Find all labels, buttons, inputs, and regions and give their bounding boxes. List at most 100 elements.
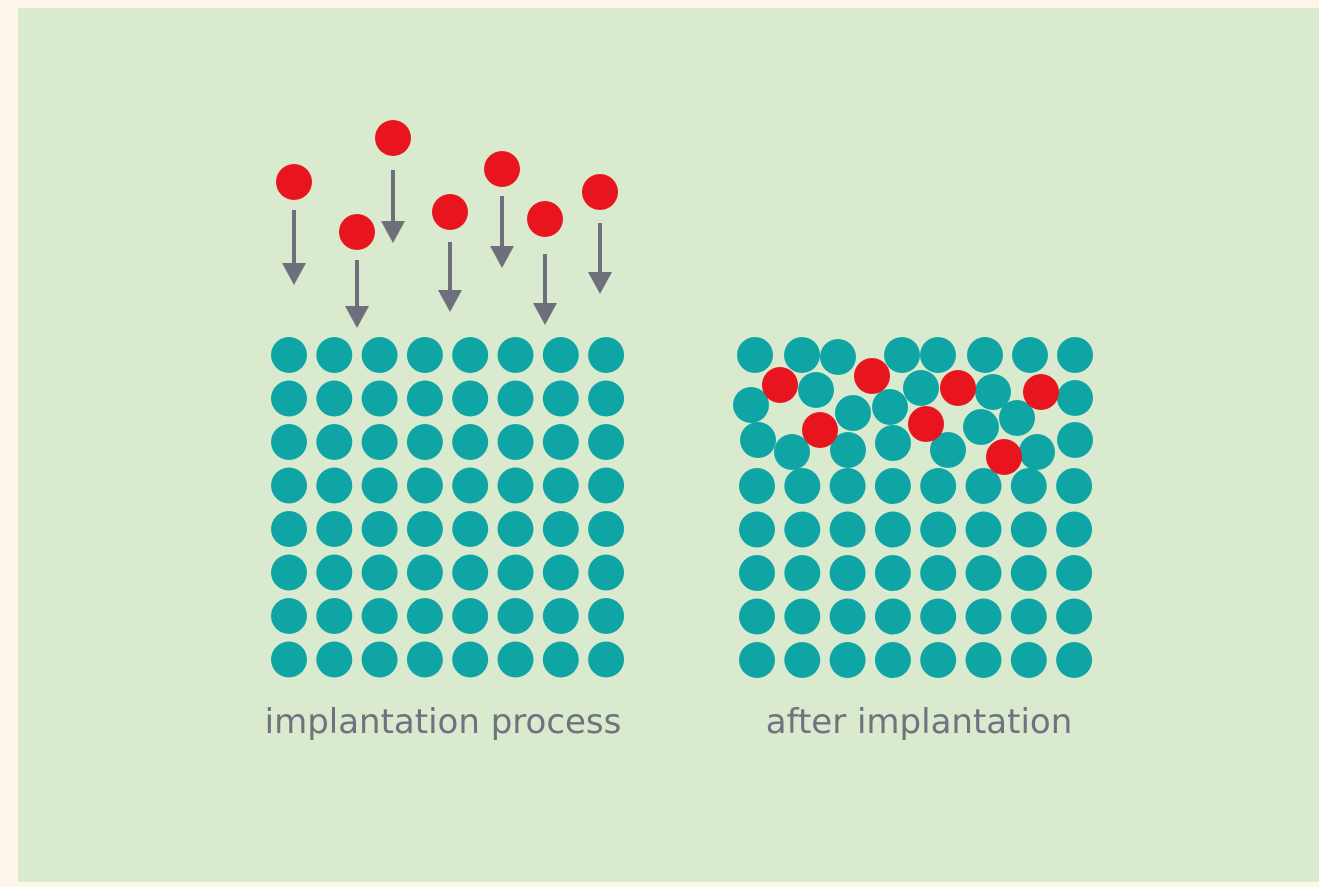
lattice-atom — [361, 424, 398, 460]
lattice-atom — [316, 467, 353, 504]
lattice-atom — [874, 555, 911, 591]
lattice-atom — [361, 511, 398, 547]
lattice-atom — [903, 370, 939, 406]
lattice-atom — [1057, 337, 1093, 373]
lattice-atom — [406, 424, 443, 460]
lattice-atom — [452, 641, 489, 678]
lattice-atom — [452, 467, 489, 504]
lattice-atom — [737, 337, 773, 373]
lattice-atom — [271, 467, 307, 504]
lattice-atom — [497, 641, 534, 678]
lattice-atom — [963, 409, 999, 445]
lattice-atom — [920, 337, 956, 373]
lattice-atom — [965, 642, 1002, 678]
lattice-atom — [874, 598, 911, 635]
lattice-atom — [542, 598, 579, 634]
lattice-atom — [739, 511, 775, 548]
lattice-atom — [965, 555, 1002, 591]
lattice-atom — [497, 467, 534, 504]
lattice-atom — [271, 337, 307, 373]
lattice-atom — [835, 395, 871, 431]
lattice-atom — [588, 641, 625, 678]
lattice-atom — [1012, 337, 1048, 373]
down-arrow-icon — [345, 260, 369, 328]
lattice-atom — [965, 468, 1002, 504]
embedded-ion — [802, 412, 838, 448]
lattice-atom — [739, 468, 775, 504]
lattice-atom — [872, 389, 908, 425]
lattice-atom — [874, 642, 911, 678]
lattice-atom — [497, 598, 534, 634]
embedded-ion — [908, 406, 944, 442]
lattice-atom — [930, 432, 966, 468]
incoming-ion — [582, 174, 618, 210]
lattice-atom — [784, 511, 821, 548]
embedded-ion — [762, 367, 798, 403]
lattice-atom — [406, 511, 443, 547]
lattice-atom — [739, 555, 775, 591]
lattice-atom — [406, 337, 443, 373]
lattice-atom — [920, 468, 957, 504]
lattice-atom — [452, 554, 489, 591]
incoming-ions — [276, 120, 618, 250]
lattice-atom — [1019, 434, 1055, 470]
incoming-ion — [375, 120, 411, 156]
lattice-atom — [733, 387, 769, 423]
lattice-atom — [784, 642, 821, 678]
lattice-atom — [452, 511, 489, 547]
lattice-atom — [1010, 468, 1047, 504]
lattice-atom — [1056, 555, 1093, 591]
lattice-atom — [784, 337, 820, 373]
down-arrow-icon — [438, 242, 462, 312]
lattice-atom — [271, 641, 307, 678]
embedded-ion — [986, 439, 1022, 475]
lattice-atom — [361, 467, 398, 504]
lattice-atom — [920, 511, 957, 548]
lattice-atom — [361, 337, 398, 373]
lattice-atom — [542, 641, 579, 678]
lattice-atom — [884, 337, 920, 373]
lattice-atom — [361, 641, 398, 678]
lattice-atom — [1056, 598, 1093, 635]
lattice-atom — [588, 598, 625, 634]
lattice-atom — [542, 554, 579, 591]
lattice-atom — [497, 337, 534, 373]
lattice-atom — [1056, 642, 1093, 678]
after-implantation-panel: after implantation — [733, 337, 1093, 742]
lattice-atom — [1010, 555, 1047, 591]
lattice-atom — [361, 598, 398, 634]
lattice-atom — [739, 598, 775, 635]
lattice-atom — [1057, 422, 1093, 458]
lattice-atom — [965, 598, 1002, 635]
lattice-atom — [271, 424, 307, 460]
lattice-atom — [316, 337, 353, 373]
lattice-atom — [784, 555, 821, 591]
down-arrow-icon — [490, 196, 514, 268]
lattice-atom — [784, 468, 821, 504]
lattice-atom — [999, 400, 1035, 436]
lattice-atom — [588, 424, 625, 460]
down-arrow-icon — [533, 254, 557, 325]
lattice-atom — [830, 432, 866, 468]
lattice-atom — [1056, 511, 1093, 548]
lattice-atom — [406, 467, 443, 504]
lattice-atom — [271, 511, 307, 547]
lattice-atom — [965, 511, 1002, 548]
lattice-atom — [1056, 468, 1093, 504]
lattice-atom — [452, 337, 489, 373]
lattice-atom — [784, 598, 821, 635]
lattice-atom — [316, 598, 353, 634]
lattice-atom — [798, 372, 834, 408]
lattice-atom — [452, 598, 489, 634]
lattice-atom — [820, 339, 856, 375]
lattice-atom — [1057, 380, 1093, 416]
incoming-ion — [276, 164, 312, 200]
panel-background — [18, 8, 1319, 882]
lattice-atom — [497, 380, 534, 417]
lattice-atom — [361, 380, 398, 417]
lattice-atom — [271, 598, 307, 634]
lattice-atom — [316, 424, 353, 460]
ion-trajectory-arrows — [282, 170, 612, 328]
